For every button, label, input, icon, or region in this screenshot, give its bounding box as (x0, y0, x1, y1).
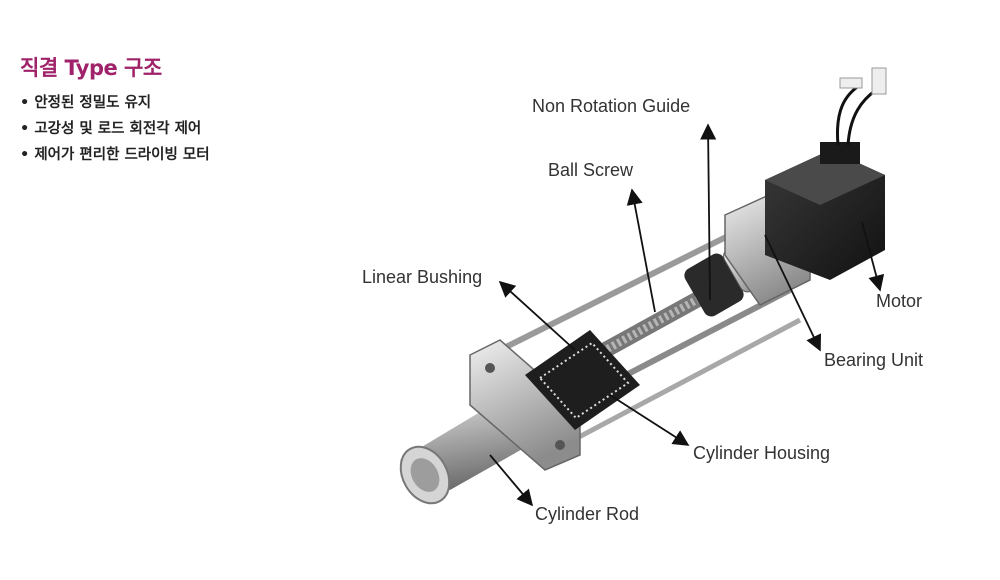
front-plate (469, 339, 581, 471)
feature-item: 제어가 편리한 드라이빙 모터 (20, 145, 209, 165)
label-motor: Motor (876, 291, 923, 311)
label-ball-screw: Ball Screw (548, 160, 634, 180)
label-non-rotation-guide: Non Rotation Guide (532, 96, 691, 116)
label-cylinder-housing: Cylinder Housing (693, 443, 831, 463)
feature-list: 안정된 정밀도 유지 고강성 및 로드 회전각 제어 제어가 편리한 드라이빙 … (20, 93, 210, 171)
label-linear-bushing: Linear Bushing (362, 267, 483, 287)
feature-item: 고강성 및 로드 회전각 제어 (20, 119, 210, 139)
label-cylinder-rod: Cylinder Rod (535, 504, 640, 524)
page-title: 직결 Type 구조 (20, 56, 162, 80)
motor (765, 67, 887, 280)
callout-arrows (489, 123, 885, 507)
linear-bushing (525, 330, 640, 430)
label-bearing-unit: Bearing Unit (824, 350, 924, 370)
feature-item: 안정된 정밀도 유지 (20, 93, 210, 113)
